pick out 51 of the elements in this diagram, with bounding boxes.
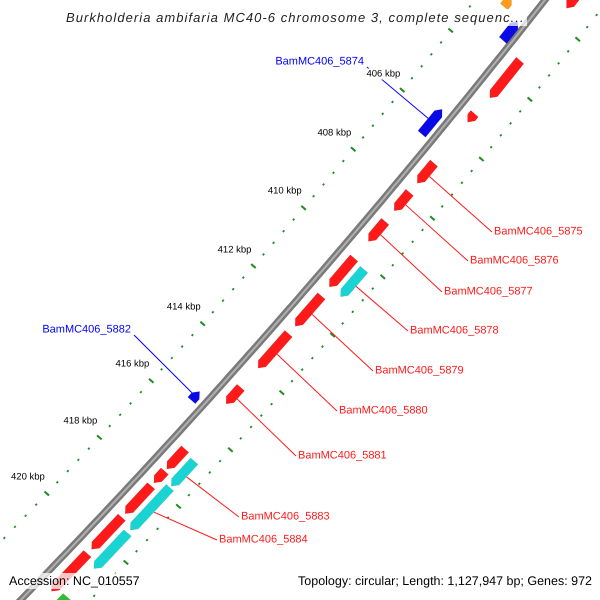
leader-line xyxy=(405,204,468,262)
kbp-label: 406 kbp xyxy=(366,68,400,80)
gene-feature xyxy=(258,330,293,368)
map-title: Burkholderia ambifaria MC40-6 chromosome 3, complete sequenc... xyxy=(64,9,527,26)
leader-line xyxy=(312,314,374,372)
leader-line xyxy=(428,176,492,232)
leader-line xyxy=(236,398,296,456)
leader-line xyxy=(356,286,408,332)
gene-label: BamMC406_5882 xyxy=(42,324,131,336)
gene-feature xyxy=(188,391,200,404)
gene-label: BamMC406_5883 xyxy=(241,510,330,524)
kbp-label: 414 kbp xyxy=(166,302,201,313)
gene-label: BamMC406_5875 xyxy=(494,226,583,238)
kbp-label: 420 kbp xyxy=(11,472,45,483)
gene-label: BamMC406_5876 xyxy=(470,254,559,268)
kbp-label: 412 kbp xyxy=(218,244,252,256)
gene-feature xyxy=(329,254,358,288)
gene-feature xyxy=(171,458,198,486)
leader-line xyxy=(134,334,192,394)
gene-label: BamMC406_5884 xyxy=(219,534,308,546)
gene-feature xyxy=(340,266,368,298)
gene-feature xyxy=(226,384,245,404)
kbp-label: 416 kbp xyxy=(116,358,150,370)
leader-line xyxy=(153,512,218,540)
gene-label: BamMC406_5878 xyxy=(410,324,499,338)
gene-feature xyxy=(418,109,442,138)
gene-feature xyxy=(91,514,126,550)
gene-label: BamMC406_5877 xyxy=(444,286,533,298)
gene-feature xyxy=(417,160,438,184)
kbp-label: 418 kbp xyxy=(64,415,98,426)
gene-feature xyxy=(394,188,414,212)
leader-line xyxy=(186,476,240,518)
accession-text: Accession: NC_010557 xyxy=(9,573,140,589)
gene-feature xyxy=(294,292,326,326)
gene-label: BamMC406_5874 xyxy=(275,56,364,68)
gene-feature xyxy=(166,446,190,470)
gene-label: BamMC406_5879 xyxy=(375,364,464,378)
gene-feature xyxy=(130,484,174,530)
gene-feature xyxy=(490,56,524,98)
leader-line xyxy=(380,234,442,292)
gene-feature xyxy=(154,468,169,484)
gene-feature xyxy=(467,110,479,123)
topology-text: Topology: circular; Length: 1,127,947 bp; Genes: 972 xyxy=(298,573,592,589)
gene-label: BamMC406_5881 xyxy=(298,450,387,462)
gene-feature xyxy=(94,529,132,569)
leader-line xyxy=(276,354,338,412)
gene-feature xyxy=(368,218,390,242)
gene-feature xyxy=(124,482,156,514)
kbp-label: 410 kbp xyxy=(268,186,302,197)
kbp-label: 408 kbp xyxy=(317,127,352,138)
gene-label: BamMC406_5880 xyxy=(339,404,428,418)
